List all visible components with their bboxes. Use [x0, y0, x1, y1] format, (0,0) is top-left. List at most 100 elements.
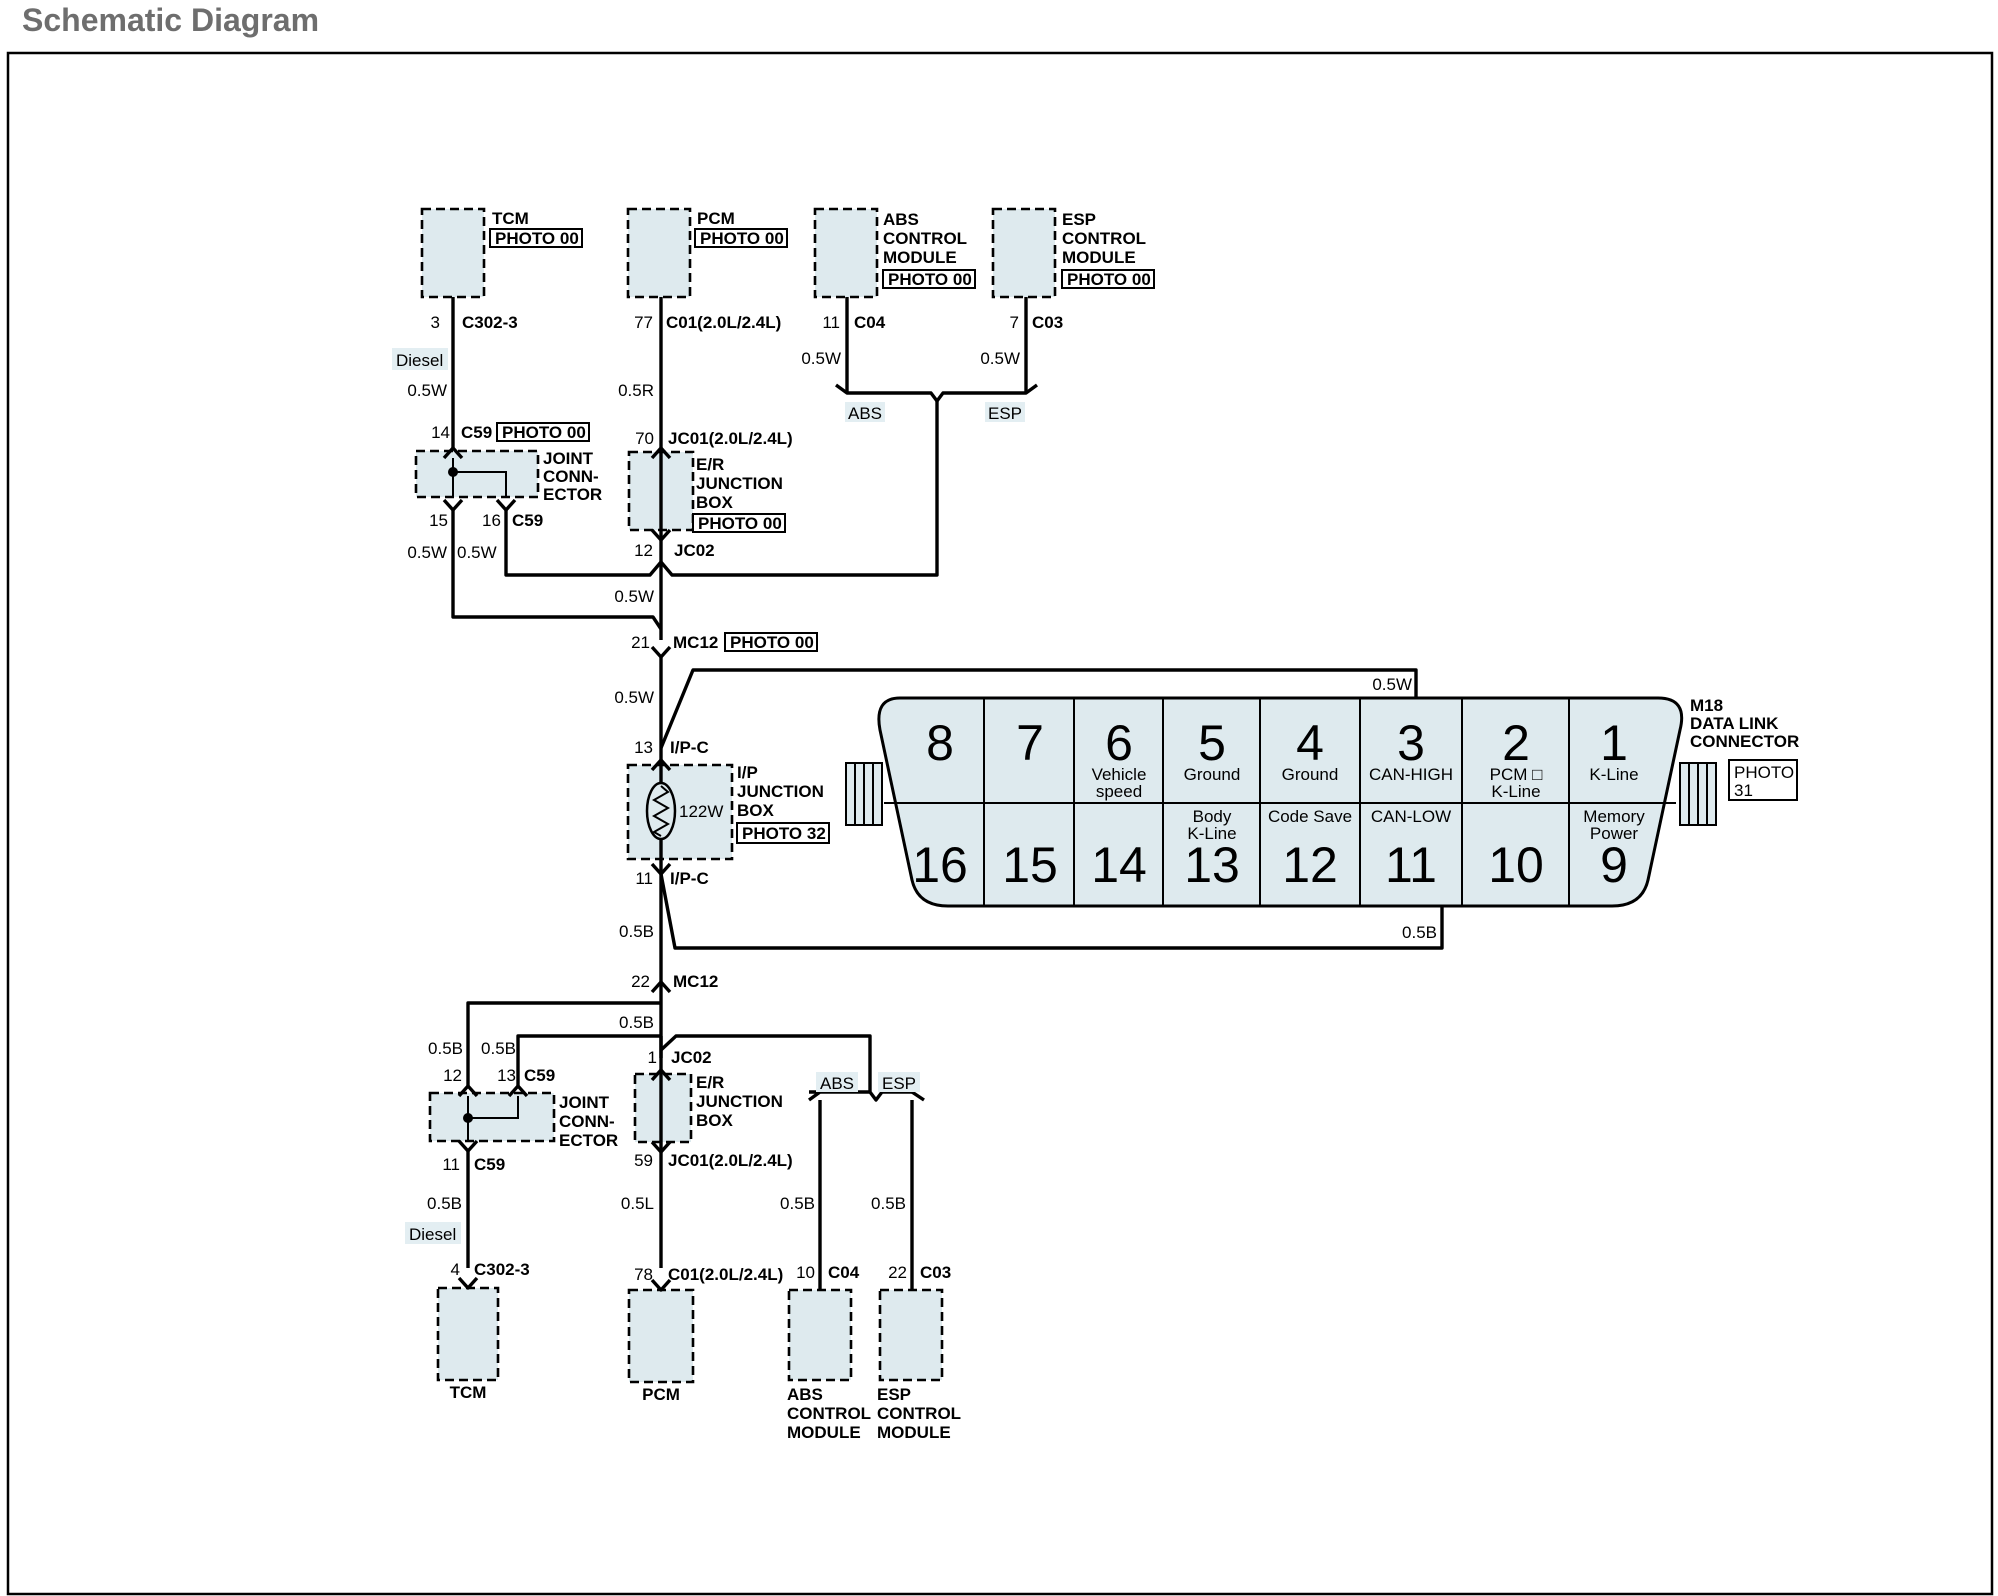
joint-top-label-3: ECTOR — [543, 485, 602, 504]
can-low-wire-label: 0.5B — [1402, 923, 1437, 942]
tcm-bottom[interactable]: 4 C302-3 TCM — [436, 1260, 530, 1402]
dlc-photo-2: 31 — [1734, 781, 1753, 800]
joint-bottom-wire-b: 0.5B — [481, 1039, 516, 1058]
er-junction-box-top[interactable]: 70 JC01(2.0L/2.4L) E/R JUNCTION BOX PHOT… — [627, 429, 793, 560]
dlc-pin-5-desc: Ground — [1184, 765, 1241, 784]
diagram-frame — [6, 51, 1994, 1596]
dlc-pin-2-desc: PCM □ — [1490, 765, 1543, 784]
abs-top-pin: 11 — [822, 313, 840, 332]
ip-component — [626, 763, 734, 861]
abs-tag-top-bg — [845, 402, 885, 422]
abs-top-wire: 0.5W — [801, 349, 841, 368]
wire-joint-top-b — [504, 510, 663, 577]
tcm-top-component — [420, 207, 486, 299]
dlc-pin-4-number: 4 — [1296, 715, 1324, 771]
resistor-zigzag — [651, 785, 671, 837]
dlc-pin-14-number: 14 — [1091, 837, 1147, 893]
esp-tag-top: ESP — [988, 404, 1022, 423]
esp-top-label-3: MODULE — [1062, 248, 1136, 267]
ip-photo-box — [736, 822, 830, 844]
pcm-bottom[interactable]: 78 C01(2.0L/2.4L) PCM — [627, 1265, 783, 1404]
joint-top-photo-box — [496, 422, 590, 442]
dlc-pin-9-desc: Power — [1590, 824, 1639, 843]
dlc-photo-1: PHOTO — [1734, 763, 1794, 782]
dlc-pin-9-desc: Memory — [1583, 807, 1645, 826]
wire-abs-esp-to-jc02 — [659, 401, 939, 577]
er-bottom-in-pin: 1 — [648, 1048, 657, 1067]
ip-label-3: BOX — [737, 801, 775, 820]
ip-bottom-pin: 11 — [635, 869, 653, 888]
pcm-bottom-chevron — [650, 1278, 672, 1292]
dlc-label-1: M18 — [1690, 696, 1723, 715]
pcm-top-photo-box — [694, 228, 788, 248]
dlc-label-2: DATA LINK — [1690, 714, 1779, 733]
esp-top-component — [991, 207, 1057, 299]
ip-bottom-conn: I/P-C — [670, 869, 709, 888]
joint-connector-bottom[interactable]: 12 13 C59 JOINT CONN- ECTOR 11 C59 — [428, 1066, 618, 1174]
tcm-top-label: TCM — [492, 209, 529, 228]
esp-tag-bottom-bg — [878, 1072, 920, 1092]
dlc-pin-9-number: 9 — [1600, 837, 1628, 893]
dlc-pin-13-number: 13 — [1184, 837, 1240, 893]
pcm-top[interactable]: PCM PHOTO 00 77 C01(2.0L/2.4L) — [626, 207, 788, 332]
abs-module-bottom[interactable]: 10 C04 ABS CONTROL MODULE — [787, 1263, 871, 1442]
joint-top-wire-b: 0.5W — [457, 543, 497, 562]
tcm-top-wire: 0.5W — [407, 381, 447, 400]
er-top-wire: 0.5W — [614, 587, 654, 606]
joint-connector-top[interactable]: 14 C59 PHOTO 00 JOINT CONN- ECTOR 15 16 … — [414, 422, 602, 530]
ip-junction-box[interactable]: 13 I/P-C I/P JUNCTION BOX PHOTO 32 122W … — [626, 738, 830, 888]
er-junction-box-bottom[interactable]: 1 JC02 E/R JUNCTION BOX 59 JC01(2.0L/2.4… — [633, 1048, 793, 1170]
wire-bottom-joint-b — [516, 1034, 661, 1086]
dlc-label-3: CONNECTOR — [1690, 732, 1799, 751]
joint-top-out-pin-a: 15 — [429, 511, 448, 530]
dlc-pin-11-desc: CAN-LOW — [1371, 807, 1451, 826]
dlc-pin-12-number: 12 — [1282, 837, 1338, 893]
mc12-top-photo-box — [724, 632, 818, 652]
dlc-pin-6-desc: speed — [1096, 782, 1142, 801]
joint-top-in-pin: 14 — [431, 423, 450, 442]
pcm-bottom-component — [627, 1288, 695, 1384]
esp-top-wire: 0.5W — [980, 349, 1020, 368]
diesel-tag-bottom: Diesel — [409, 1225, 456, 1244]
dlc-right-latch-ribs — [1688, 763, 1708, 825]
esp-top-photo: PHOTO 00 — [1067, 270, 1151, 289]
dlc-photo-box — [1728, 759, 1798, 801]
data-link-connector[interactable]: M18 DATA LINK CONNECTOR PHOTO 31 — [845, 696, 1799, 908]
er-bottom-label-3: BOX — [696, 1111, 734, 1130]
diesel-tag-top: Diesel — [396, 351, 443, 370]
mc12-bottom-conn: MC12 — [673, 972, 718, 991]
tcm-top[interactable]: TCM PHOTO 00 3 C302-3 — [420, 207, 583, 332]
tcm-bottom-connector: C302-3 — [474, 1260, 530, 1279]
dlc-pin-5-number: 5 — [1198, 715, 1226, 771]
abs-top-connector: C04 — [854, 313, 886, 332]
abs-module-top[interactable]: ABS CONTROL MODULE PHOTO 00 11 C04 — [813, 207, 976, 332]
dlc-pin-7-number: 7 — [1016, 715, 1044, 771]
ip-top-conn: I/P-C — [670, 738, 709, 757]
esp-top-label-2: CONTROL — [1062, 229, 1146, 248]
wire-can-high — [659, 668, 1418, 749]
page-title: Schematic Diagram — [22, 2, 320, 38]
tcm-bottom-pin: 4 — [451, 1260, 460, 1279]
er-top-out-conn: JC02 — [674, 541, 715, 560]
esp-module-bottom[interactable]: 22 C03 ESP CONTROL MODULE — [877, 1263, 961, 1442]
joint-bottom-wire: 0.5B — [427, 1194, 462, 1213]
mc12-top-wire: 0.5W — [614, 688, 654, 707]
joint-top-label-2: CONN- — [543, 467, 599, 486]
joint-bottom-out-conn: C59 — [474, 1155, 505, 1174]
wire-bottom-joint-a — [466, 1001, 661, 1086]
dlc-pin-1-number: 1 — [1600, 715, 1628, 771]
esp-tag-top-bg — [985, 402, 1025, 422]
esp-tag-bottom: ESP — [882, 1074, 916, 1093]
esp-bottom-connector: C03 — [920, 1263, 951, 1282]
joint-bottom-wire-a: 0.5B — [428, 1039, 463, 1058]
dlc-pin-2-desc: K-Line — [1491, 782, 1540, 801]
abs-top-photo: PHOTO 00 — [888, 270, 972, 289]
tcm-bottom-label: TCM — [450, 1383, 487, 1402]
joint-top-in-conn: C59 — [461, 423, 492, 442]
dlc-pin-12-desc: Code Save — [1268, 807, 1352, 826]
esp-module-top[interactable]: ESP CONTROL MODULE PHOTO 00 7 C03 — [991, 207, 1155, 332]
er-bottom-label-1: E/R — [696, 1073, 724, 1092]
joint-bottom-out-pin: 11 — [442, 1155, 460, 1174]
